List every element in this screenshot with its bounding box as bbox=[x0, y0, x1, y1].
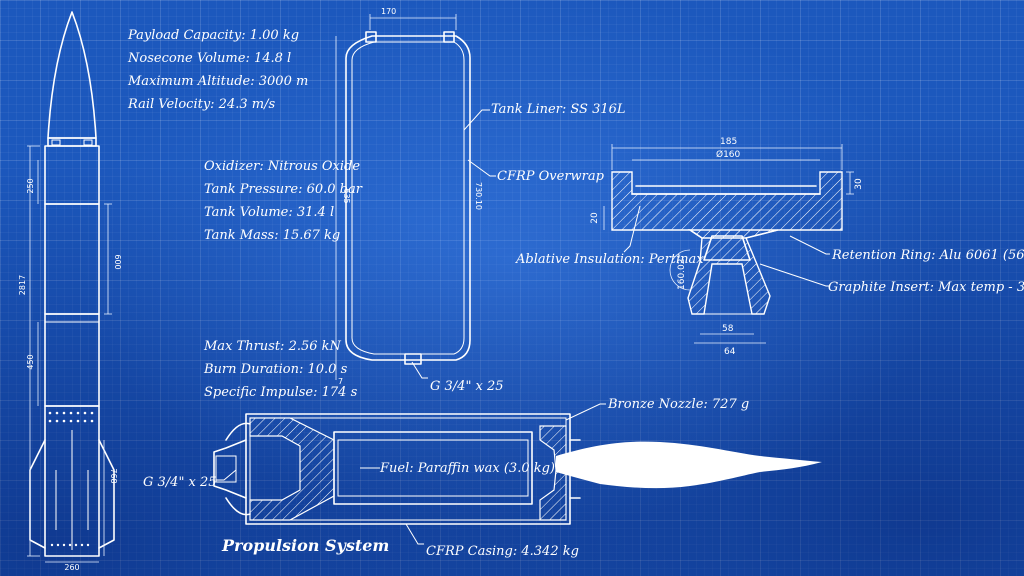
dim-tank-height: 635 bbox=[342, 188, 351, 203]
rocket-vent-holes bbox=[48, 411, 94, 423]
exhaust-flame bbox=[556, 441, 822, 489]
callout-tank-liner: Tank Liner: SS 316L bbox=[491, 102, 626, 117]
dim-260: 260 bbox=[64, 563, 79, 572]
tank-liner bbox=[351, 41, 465, 355]
callout-retention-ring: Retention Ring: Alu 6061 (562 g) bbox=[831, 248, 1024, 263]
dim-tank-width: 170 bbox=[381, 7, 396, 16]
graphite-insert bbox=[687, 229, 779, 315]
dim-nozzle-58: 58 bbox=[722, 324, 734, 334]
callout-fuel: Fuel: Paraffin wax (3.0 kg) bbox=[379, 461, 555, 476]
rocket-tail-section bbox=[44, 405, 100, 557]
injector-bulkhead bbox=[249, 417, 335, 521]
tank-outlet-port bbox=[404, 353, 422, 365]
dim-tank-inner: 730.10 bbox=[474, 182, 483, 210]
motor-specs: Max Thrust: 2.56 kN Burn Duration: 10.0 … bbox=[203, 339, 358, 400]
nozzle-cross-section: 185 Ø160 30 20 160.02° 58 64 bbox=[590, 137, 864, 357]
spec-rail-velocity: Rail Velocity: 24.3 m/s bbox=[127, 97, 275, 112]
retention-ring bbox=[611, 171, 843, 239]
spec-burn-duration: Burn Duration: 10.0 s bbox=[203, 362, 348, 377]
rocket-tank-section bbox=[44, 203, 100, 315]
rocket-payload-bay bbox=[44, 145, 100, 205]
rocket-nosecone bbox=[47, 11, 97, 139]
rocket-side-view: 250 2817 600 450 768 260 bbox=[18, 11, 122, 572]
tank-specs: Oxidizer: Nitrous Oxide Tank Pressure: 6… bbox=[204, 159, 363, 243]
spec-max-altitude: Maximum Altitude: 3000 m bbox=[127, 74, 308, 89]
spec-oxidizer: Oxidizer: Nitrous Oxide bbox=[204, 159, 360, 174]
propulsion-system-drawing bbox=[213, 403, 822, 545]
oxidizer-tank-drawing: 170 635 730.10 7 bbox=[335, 7, 496, 386]
rocket-motor-section bbox=[44, 313, 100, 407]
dim-nozzle-angle: 160.02° bbox=[677, 254, 687, 290]
spec-max-thrust: Max Thrust: 2.56 kN bbox=[203, 339, 342, 354]
tank-outer-wall bbox=[345, 35, 471, 361]
dim-nozzle-20: 20 bbox=[590, 212, 600, 224]
dim-nozzle-160: Ø160 bbox=[716, 149, 741, 160]
callout-cfrp-overwrap: CFRP Overwrap bbox=[497, 169, 605, 184]
dim-2817: 2817 bbox=[18, 275, 27, 295]
dim-nozzle-30: 30 bbox=[854, 178, 864, 190]
dim-600: 600 bbox=[113, 254, 122, 269]
callout-graphite-insert: Graphite Insert: Max temp - 3580 K bbox=[828, 280, 1024, 295]
callout-inlet-fitting: G 3/4" x 25 bbox=[143, 475, 217, 490]
dim-450: 450 bbox=[26, 354, 35, 369]
callout-ablative-insulation: Ablative Insulation: Pertinax bbox=[515, 252, 704, 267]
dim-nozzle-64: 64 bbox=[724, 347, 736, 357]
rocket-fin-right bbox=[98, 439, 115, 549]
propulsion-system-title: Propulsion System bbox=[221, 536, 389, 555]
dim-tank-small: 7 bbox=[338, 377, 343, 386]
rocket-fin-left bbox=[29, 439, 46, 549]
spec-specific-impulse: Specific Impulse: 174 s bbox=[204, 385, 358, 400]
spec-tank-pressure: Tank Pressure: 60.0 bar bbox=[204, 182, 363, 197]
spec-nosecone-volume: Nosecone Volume: 14.8 l bbox=[127, 51, 291, 66]
inlet-fitting bbox=[213, 439, 247, 499]
spec-tank-volume: Tank Volume: 31.4 l bbox=[204, 205, 334, 220]
dim-250: 250 bbox=[26, 178, 35, 193]
spec-payload-capacity: Payload Capacity: 1.00 kg bbox=[127, 28, 299, 43]
payload-specs: Payload Capacity: 1.00 kg Nosecone Volum… bbox=[127, 28, 308, 112]
dim-nozzle-185: 185 bbox=[720, 137, 737, 147]
dim-768: 768 bbox=[109, 468, 118, 483]
callout-tank-fitting: G 3/4" x 25 bbox=[430, 379, 504, 394]
callout-cfrp-casing: CFRP Casing: 4.342 kg bbox=[426, 544, 579, 559]
callout-bronze-nozzle: Bronze Nozzle: 727 g bbox=[607, 397, 749, 412]
spec-tank-mass: Tank Mass: 15.67 kg bbox=[204, 228, 340, 243]
